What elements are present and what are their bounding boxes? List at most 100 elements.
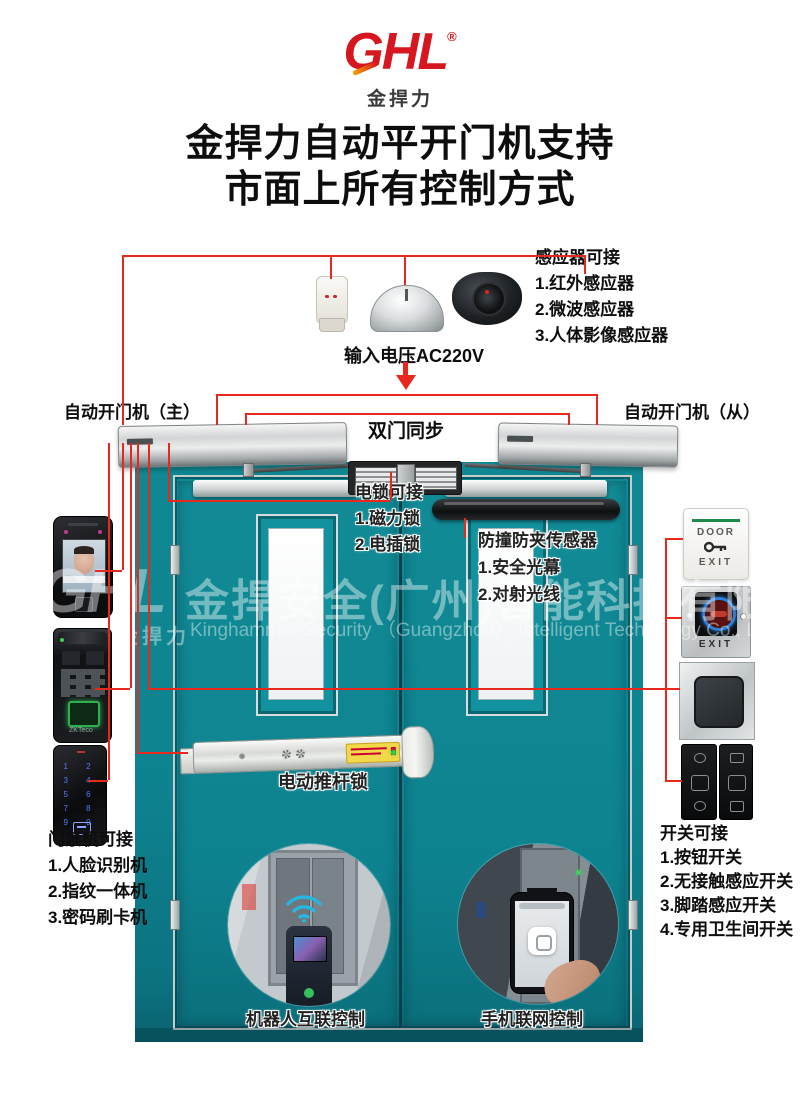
sensor-options-heading: 感应器可接 bbox=[535, 248, 620, 267]
electric-lock-list: 电锁可接 1.磁力锁 2.电插锁 bbox=[355, 480, 423, 558]
connection-line bbox=[95, 570, 122, 572]
fingerprint-device: ZKTeco bbox=[53, 628, 112, 743]
connection-line bbox=[568, 413, 570, 425]
connection-line bbox=[665, 538, 683, 540]
registered-mark: ® bbox=[447, 29, 457, 44]
fingerprint-window-icon bbox=[75, 597, 93, 612]
connection-line bbox=[245, 413, 247, 425]
switch-options-heading: 开关可接 bbox=[660, 824, 728, 843]
phone-control-photo bbox=[458, 844, 618, 1004]
infrared-sensor-base bbox=[319, 318, 345, 332]
switch-option: 3.脚踏感应开关 bbox=[660, 896, 777, 915]
robot-control-label: 机器人互联控制 bbox=[246, 1010, 365, 1029]
foot-sensor-switch bbox=[679, 662, 755, 740]
door-exit-text-bottom: EXIT bbox=[698, 557, 734, 568]
anti-pinch-option: 2.对射光线 bbox=[478, 585, 561, 604]
connection-line bbox=[137, 443, 139, 752]
key-icon bbox=[704, 541, 727, 553]
switch-options-list: 开关可接 1.按钮开关 2.无接触感应开关 3.脚踏感应开关 4.专用卫生间开关 bbox=[660, 822, 793, 942]
anti-pinch-sensor-bar bbox=[432, 499, 620, 520]
no-touch-exit-label: EXIT bbox=[698, 639, 734, 650]
toilet-switch-panel bbox=[681, 744, 717, 820]
push-bar-end-bracket bbox=[401, 725, 435, 779]
opener-spindle bbox=[243, 463, 254, 477]
microwave-sensor bbox=[370, 285, 444, 332]
sensor-options-list: 感应器可接 1.红外感应器 2.微波感应器 3.人体影像感应器 bbox=[535, 245, 668, 349]
sensor-option: 2.微波感应器 bbox=[535, 300, 635, 319]
connection-line bbox=[330, 256, 332, 279]
password-card-keypad: 1 2 3 4 5 6 7 8 9 0 bbox=[53, 745, 107, 846]
connection-line bbox=[168, 500, 390, 502]
connection-line bbox=[596, 394, 598, 425]
page-title-line2: 市面上所有控制方式 bbox=[224, 169, 576, 211]
door-opener-slave bbox=[497, 422, 679, 468]
infrared-ring bbox=[702, 597, 736, 631]
connection-line bbox=[390, 472, 392, 500]
connection-line bbox=[665, 780, 682, 782]
door-threshold bbox=[135, 1028, 643, 1042]
switch-option: 2.无接触感应开关 bbox=[660, 872, 794, 891]
robot-control-photo bbox=[228, 844, 390, 1006]
camera-sensor bbox=[452, 272, 522, 325]
hinge bbox=[170, 900, 180, 930]
door-exit-button: DOOR EXIT bbox=[683, 508, 749, 580]
connection-line bbox=[245, 413, 570, 415]
connection-line bbox=[130, 443, 132, 688]
connection-line bbox=[216, 394, 218, 425]
connection-line bbox=[122, 255, 124, 425]
slide-rail-left bbox=[193, 480, 357, 497]
fingerprint-scanner bbox=[68, 701, 100, 727]
no-touch-exit-button: EXIT bbox=[681, 586, 751, 658]
sensor-option: 3.人体影像感应器 bbox=[535, 326, 669, 345]
access-option: 2.指纹一体机 bbox=[48, 882, 148, 901]
electric-lock-heading: 电锁可接 bbox=[355, 483, 423, 502]
connection-line bbox=[108, 443, 110, 780]
green-strip bbox=[692, 519, 740, 522]
door-opener-main bbox=[117, 422, 348, 468]
power-arrow-stem bbox=[403, 362, 408, 376]
connection-line bbox=[464, 518, 466, 538]
switch-option: 4.专用卫生间开关 bbox=[660, 920, 794, 939]
main-opener-label: 自动开门机（主） bbox=[64, 403, 200, 422]
connection-line bbox=[404, 256, 406, 285]
push-bar-label: 电动推杆锁 bbox=[278, 772, 368, 792]
connection-line bbox=[122, 255, 586, 257]
connection-line bbox=[148, 443, 150, 688]
fingerprint-brand: ZKTeco bbox=[69, 727, 93, 734]
hinge bbox=[628, 900, 638, 930]
anti-pinch-option: 1.安全光幕 bbox=[478, 558, 561, 577]
electric-lock-option: 1.磁力锁 bbox=[355, 509, 421, 528]
connection-line bbox=[88, 780, 108, 782]
toilet-switch-panel bbox=[719, 744, 753, 820]
page-title-line1: 金捍力自动平开门机支持 bbox=[185, 123, 615, 165]
phone-control-label: 手机联网控制 bbox=[481, 1010, 583, 1029]
connection-line bbox=[148, 688, 680, 690]
access-option: 3.密码刷卡机 bbox=[48, 908, 148, 927]
connection-line bbox=[665, 538, 667, 780]
connection-line bbox=[122, 443, 124, 570]
opener-spindle bbox=[580, 463, 591, 477]
keypad-digits: 1 2 3 4 5 6 7 8 9 0 bbox=[63, 762, 99, 827]
face-recognition-device bbox=[53, 516, 113, 618]
hinge bbox=[170, 545, 180, 575]
sync-label: 双门同步 bbox=[368, 421, 445, 442]
connection-line bbox=[584, 255, 586, 274]
wifi-icon bbox=[286, 895, 322, 922]
power-arrow-icon bbox=[396, 375, 416, 390]
door-window-right-glass bbox=[478, 528, 534, 700]
access-options-heading: 门禁机可接 bbox=[48, 830, 133, 849]
keypad-grid bbox=[61, 669, 105, 697]
slide-rail-right bbox=[445, 480, 607, 497]
connection-line bbox=[665, 617, 682, 619]
connection-line bbox=[168, 443, 170, 500]
door-exit-text-top: DOOR bbox=[697, 527, 735, 538]
power-input-label: 输入电压AC220V bbox=[344, 346, 485, 366]
brand-subtext: 金捍力 bbox=[366, 89, 433, 110]
switch-option: 1.按钮开关 bbox=[660, 848, 743, 867]
slave-opener-label: 自动开门机（从） bbox=[624, 403, 760, 422]
card-icon bbox=[73, 822, 91, 835]
connection-line bbox=[95, 688, 130, 690]
hinge bbox=[628, 545, 638, 575]
sensor-option: 1.红外感应器 bbox=[535, 274, 635, 293]
